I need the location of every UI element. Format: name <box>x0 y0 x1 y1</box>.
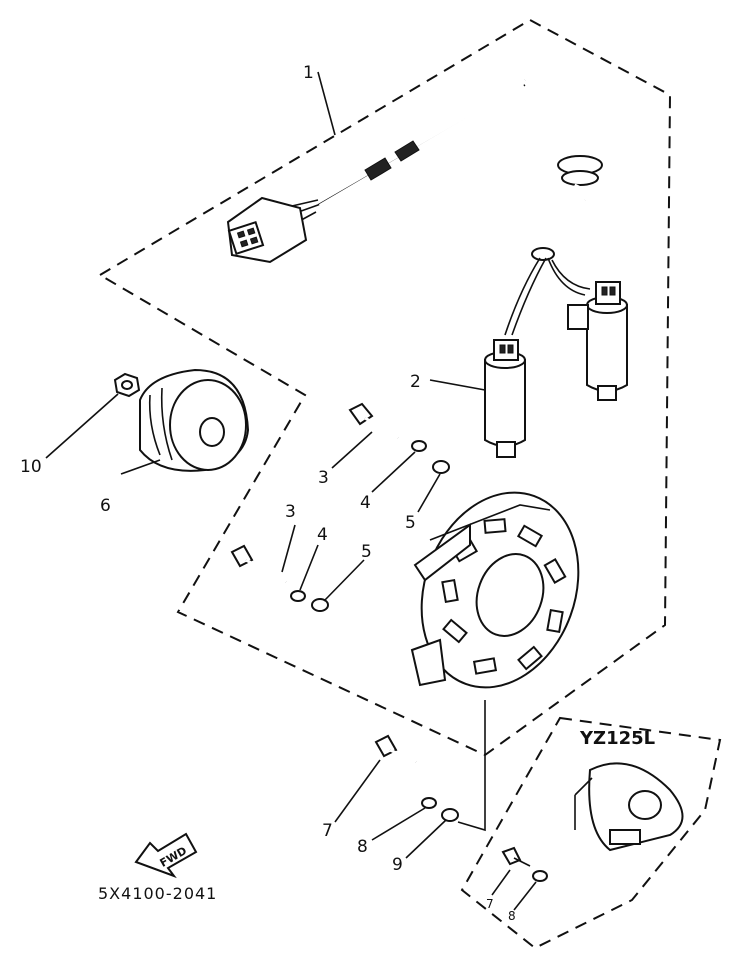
drawing-code: 5X4100-2041 <box>98 884 217 903</box>
callout-5-upper: 5 <box>405 513 416 533</box>
callout-4-lower: 4 <box>317 525 328 545</box>
callout-4-upper: 4 <box>360 493 371 513</box>
inset-washer <box>532 870 548 882</box>
callout-3-lower: 3 <box>285 502 296 522</box>
callout-2: 2 <box>410 372 421 392</box>
lock-washer-lower <box>290 590 306 602</box>
coupler-connector <box>226 196 308 264</box>
nut <box>113 372 141 398</box>
washer-lower <box>311 598 329 612</box>
callout-10: 10 <box>20 457 42 477</box>
callout-6: 6 <box>100 496 111 516</box>
inset-outline <box>460 716 722 950</box>
screw-upper <box>348 402 399 440</box>
screw-bottom <box>374 734 417 764</box>
callout-3-upper: 3 <box>318 468 329 488</box>
fwd-arrow-icon: FWD <box>134 832 198 879</box>
assembly-outline-main <box>99 18 672 757</box>
pickup-coil-front <box>484 339 526 458</box>
rotor <box>139 368 250 472</box>
inset-stator <box>574 762 684 852</box>
inset-title: YZ125L <box>579 728 655 749</box>
screw-lower <box>230 544 287 584</box>
stator-plate <box>410 491 580 689</box>
callout-9: 9 <box>392 855 403 875</box>
wire-harness <box>226 71 603 336</box>
washer-upper <box>432 460 450 474</box>
inset-screw <box>501 846 531 867</box>
pickup-coil-rear <box>567 281 628 401</box>
lock-washer-bottom <box>421 797 437 809</box>
lock-washer-upper <box>411 440 427 452</box>
callout-1: 1 <box>303 63 314 83</box>
callout-7-inset: 7 <box>486 897 494 911</box>
callout-5-lower: 5 <box>361 542 372 562</box>
callout-7: 7 <box>322 821 333 841</box>
callout-8: 8 <box>357 837 368 857</box>
washer-bottom <box>441 808 459 822</box>
callout-8-inset: 8 <box>508 909 516 923</box>
